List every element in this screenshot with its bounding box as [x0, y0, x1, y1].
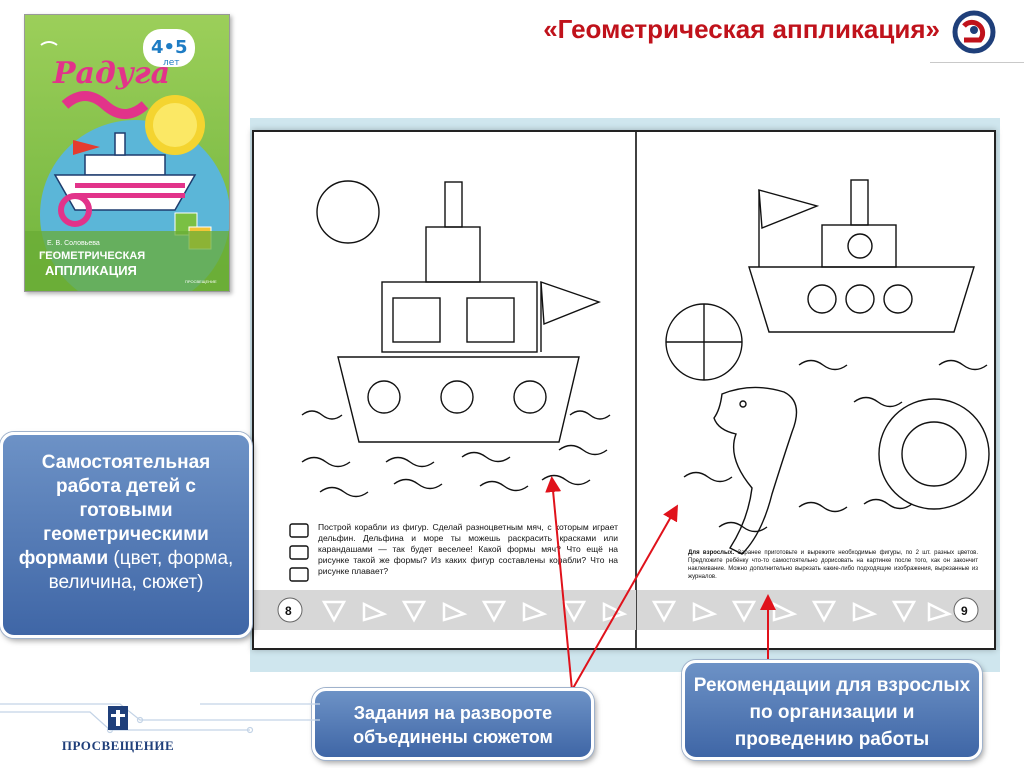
left-task-text: Построй корабли из фигур. Сделай разноцв… — [318, 522, 618, 576]
book-spread: 8 9 Построй корабли из фигур. Сделай раз… — [252, 130, 996, 650]
left-page-number: 8 — [285, 604, 292, 618]
emblem-icon — [952, 10, 996, 54]
left-deck — [381, 281, 538, 353]
slide-title: «Геометрическая аппликация» — [543, 14, 940, 44]
logo-book-icon — [108, 706, 128, 730]
left-hull — [337, 356, 580, 443]
callout-independent-work: Самостоятельная работа детей с готовыми … — [0, 432, 252, 638]
cover-title-line2: АППЛИКАЦИЯ — [45, 263, 137, 278]
cover-age-unit: лет — [163, 58, 180, 68]
callout-adult-recommendations: Рекомендации для взрослых по организации… — [682, 660, 982, 760]
spread-illustration — [254, 132, 994, 648]
arrow-to-left-page — [545, 476, 573, 691]
title-underline — [930, 62, 1024, 63]
right-adult-block: Для взрослых. Заранее приготовьте и выре… — [688, 549, 978, 581]
right-hull — [748, 266, 975, 333]
callout-plot-tasks: Задания на развороте объединены сюжетом — [312, 688, 594, 760]
cover-age: 4•5 — [151, 37, 188, 58]
arrow-to-right-page — [571, 504, 678, 691]
cover-publisher: ПРОСВЕЩЕНИЕ — [185, 279, 217, 284]
right-adult-label: Для взрослых. — [688, 550, 735, 556]
callout-left-bold: Самостоятельная работа детей с готовыми … — [18, 452, 211, 569]
left-flag — [540, 280, 602, 326]
book-cover-illustration: Радуга 4•5 лет Е. В. Соловьева ГЕОМЕТРИЧ… — [25, 15, 229, 291]
right-dolphin — [713, 386, 798, 555]
right-lifebuoy — [878, 398, 990, 510]
left-sun-circle — [316, 180, 380, 244]
logo-text: ПРОСВЕЩЕНИЕ — [61, 738, 175, 753]
right-adult-text: Заранее приготовьте и вырежите необходим… — [688, 550, 979, 580]
circuit-decoration — [0, 703, 320, 734]
right-page-number: 9 — [961, 604, 968, 618]
publisher-logo: ПРОСВЕЩЕНИЕ — [48, 702, 198, 762]
cover-author: Е. В. Соловьева — [47, 240, 100, 247]
cover-title-line1: ГЕОМЕТРИЧЕСКАЯ — [39, 250, 145, 262]
callout-left-regular: (цвет, форма, величина, сюжет) — [48, 548, 234, 593]
book-cover: Радуга 4•5 лет Е. В. Соловьева ГЕОМЕТРИЧ… — [24, 14, 230, 292]
